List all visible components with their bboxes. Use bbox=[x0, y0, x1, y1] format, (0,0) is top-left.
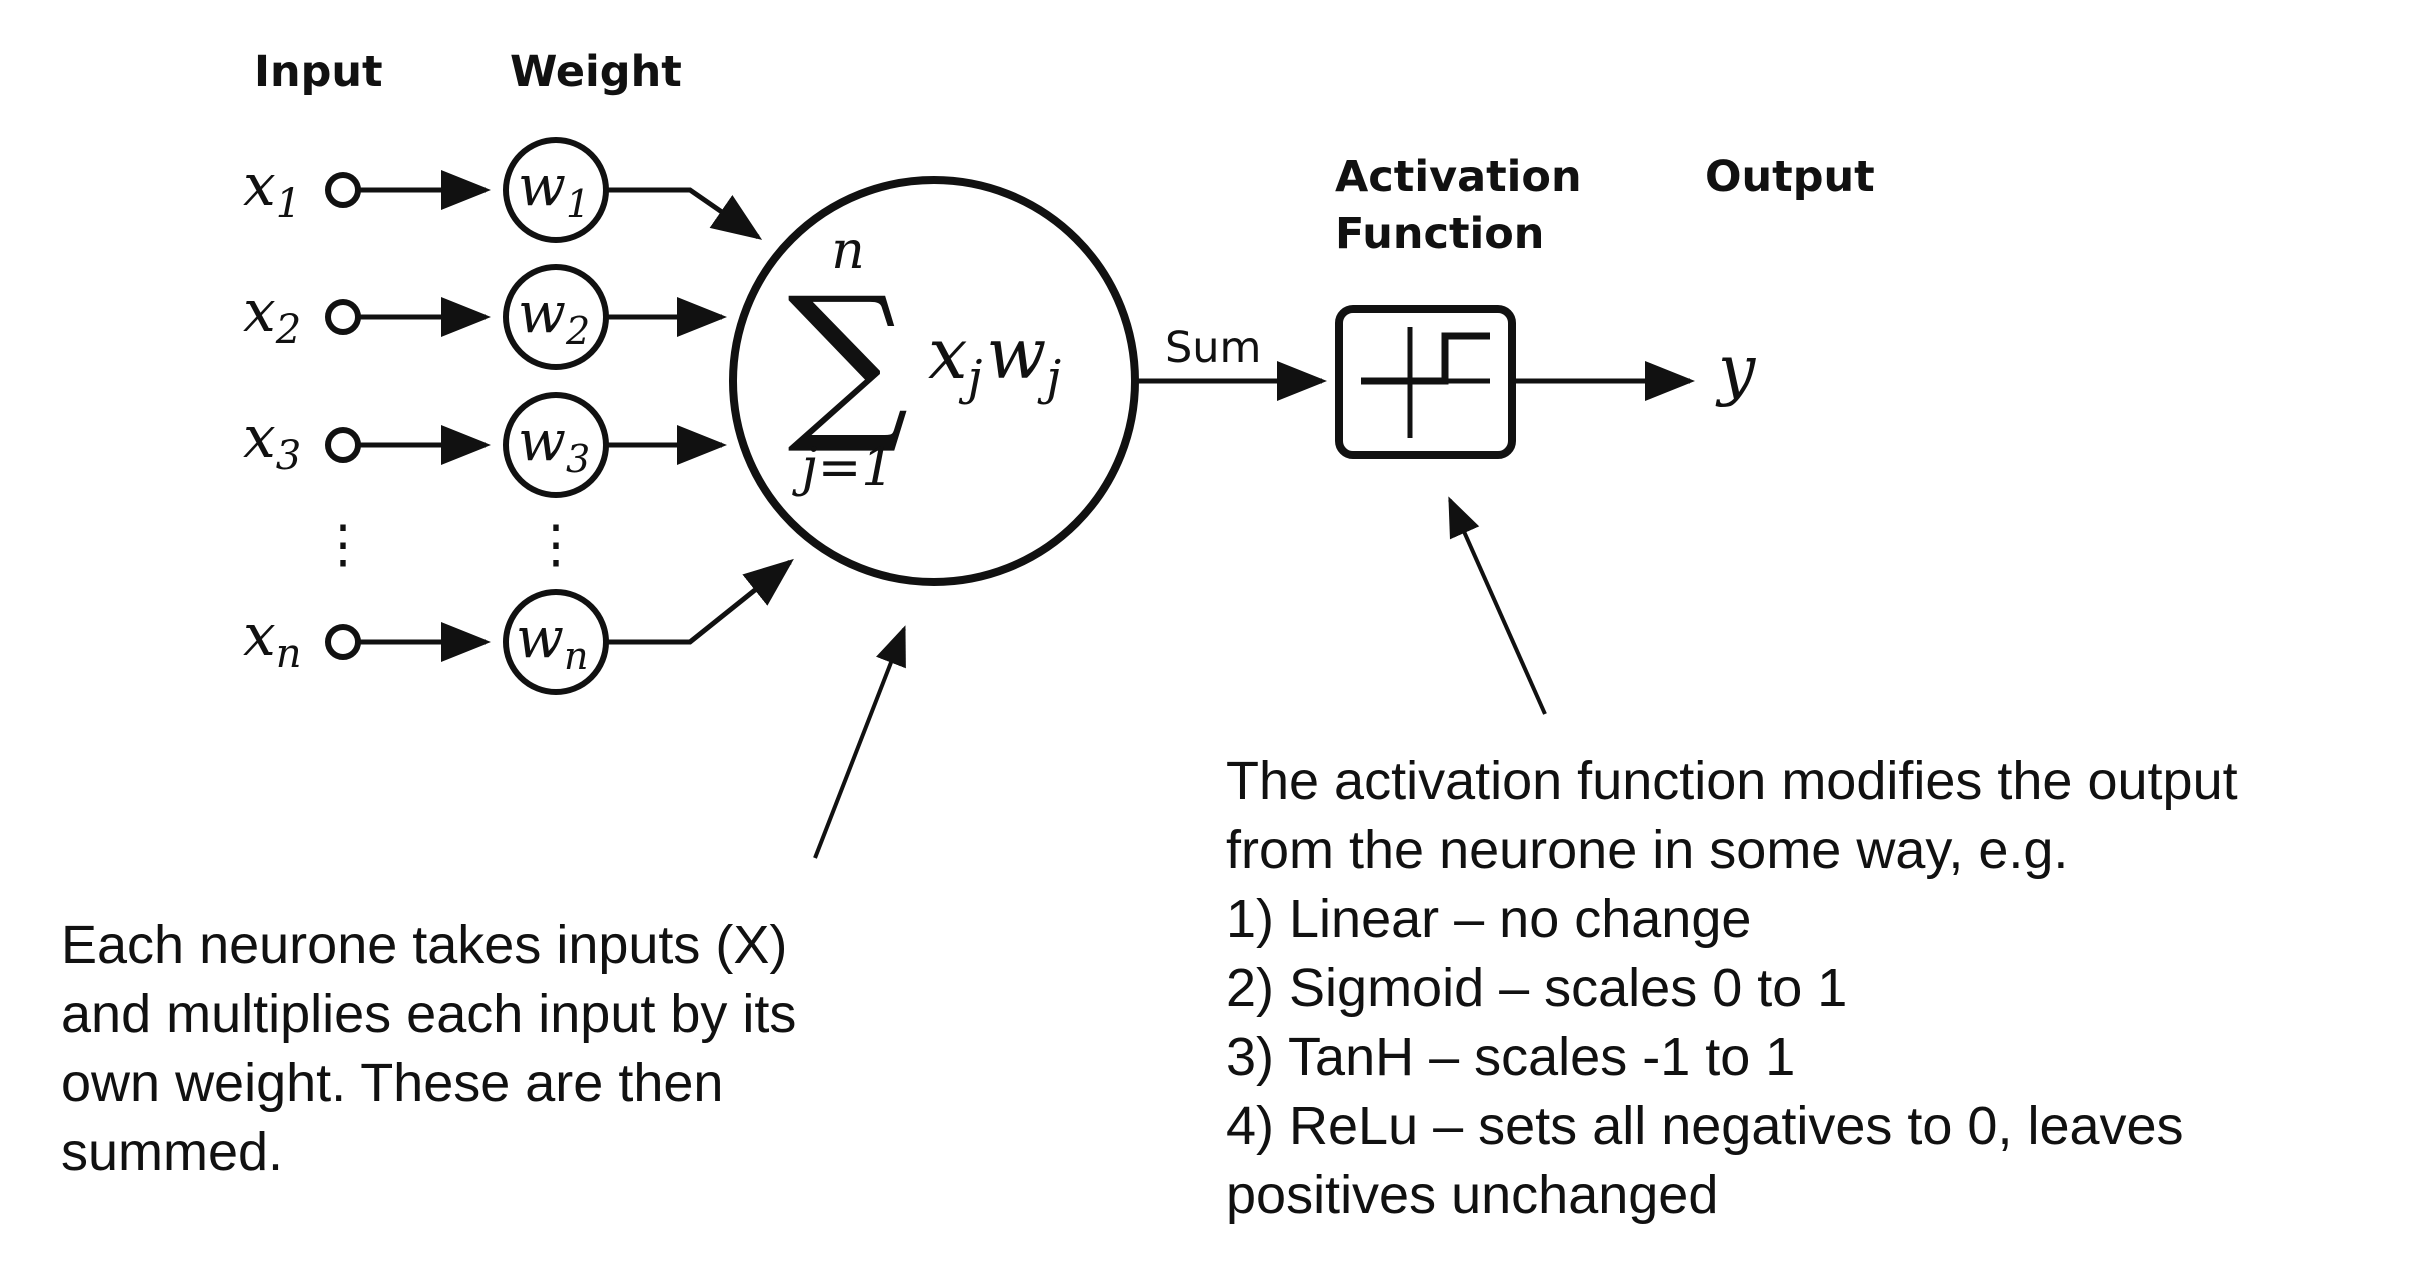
activation-explanation-note: The activation function modifies the out… bbox=[1226, 747, 2238, 1230]
input-row-n: xn wn bbox=[243, 558, 794, 695]
input-node-2 bbox=[325, 299, 361, 335]
input-x2-label: x2 bbox=[243, 277, 301, 353]
activation-annotation-arrow bbox=[1448, 496, 1547, 715]
weight-header: Weight bbox=[510, 47, 682, 97]
note-line: and multiplies each input by its bbox=[61, 984, 797, 1044]
note-line: The activation function modifies the out… bbox=[1226, 751, 2238, 811]
input-node-3 bbox=[325, 427, 361, 463]
output-symbol: y bbox=[1715, 331, 1756, 408]
sum-label: Sum bbox=[1165, 323, 1261, 373]
input-row-2: x2 w2 bbox=[243, 264, 727, 370]
weight-ellipsis: ⋮ bbox=[530, 515, 582, 575]
note-line: 4) ReLu – sets all negatives to 0, leave… bbox=[1226, 1096, 2184, 1156]
input-header: Input bbox=[254, 47, 383, 97]
neuron-explanation-note: Each neurone takes inputs (X) and multip… bbox=[61, 911, 796, 1187]
sigma-symbol: ∑ bbox=[787, 261, 908, 459]
note-line: summed. bbox=[61, 1122, 284, 1182]
summation-node: n ∑ j=1 xjwj bbox=[729, 176, 1139, 586]
neuron-annotation-arrow bbox=[813, 625, 906, 859]
note-line: 1) Linear – no change bbox=[1226, 889, 1752, 949]
weight-w1-label: w1 bbox=[518, 154, 590, 226]
note-line: from the neurone in some way, e.g. bbox=[1226, 820, 2069, 880]
note-line: Each neurone takes inputs (X) bbox=[61, 915, 788, 975]
activation-function-box bbox=[1335, 305, 1516, 459]
note-line: 3) TanH – scales -1 to 1 bbox=[1226, 1027, 1796, 1087]
input-x1-label: x1 bbox=[243, 151, 301, 227]
input-node-n bbox=[325, 624, 361, 660]
sum-lower-limit: j=1 bbox=[792, 438, 895, 498]
weight-wn-label: wn bbox=[516, 606, 588, 678]
weight-arrow-1 bbox=[606, 187, 763, 240]
note-line: positives unchanged bbox=[1226, 1165, 1719, 1225]
activation-header-line1: Activation bbox=[1335, 152, 1582, 202]
step-function-icon bbox=[1361, 332, 1490, 385]
input-xn-label: xn bbox=[243, 601, 301, 677]
sum-term: xjwj bbox=[928, 313, 1061, 406]
input-node-1 bbox=[325, 172, 361, 208]
input-x3-label: x3 bbox=[243, 403, 301, 479]
note-line: 2) Sigmoid – scales 0 to 1 bbox=[1226, 958, 1848, 1018]
weight-w3-label: w3 bbox=[518, 409, 590, 481]
input-ellipsis: ⋮ bbox=[317, 515, 369, 575]
note-line: own weight. These are then bbox=[61, 1053, 724, 1113]
activation-header-line2: Function bbox=[1335, 209, 1544, 259]
output-header: Output bbox=[1705, 152, 1875, 202]
input-row-3: x3 w3 bbox=[243, 392, 727, 498]
neuron-circle bbox=[729, 176, 1139, 586]
input-row-1: x1 w1 bbox=[243, 137, 763, 243]
weight-w2-label: w2 bbox=[518, 281, 590, 353]
weight-arrow-n bbox=[606, 558, 794, 645]
sum-upper-limit: n bbox=[831, 221, 865, 281]
